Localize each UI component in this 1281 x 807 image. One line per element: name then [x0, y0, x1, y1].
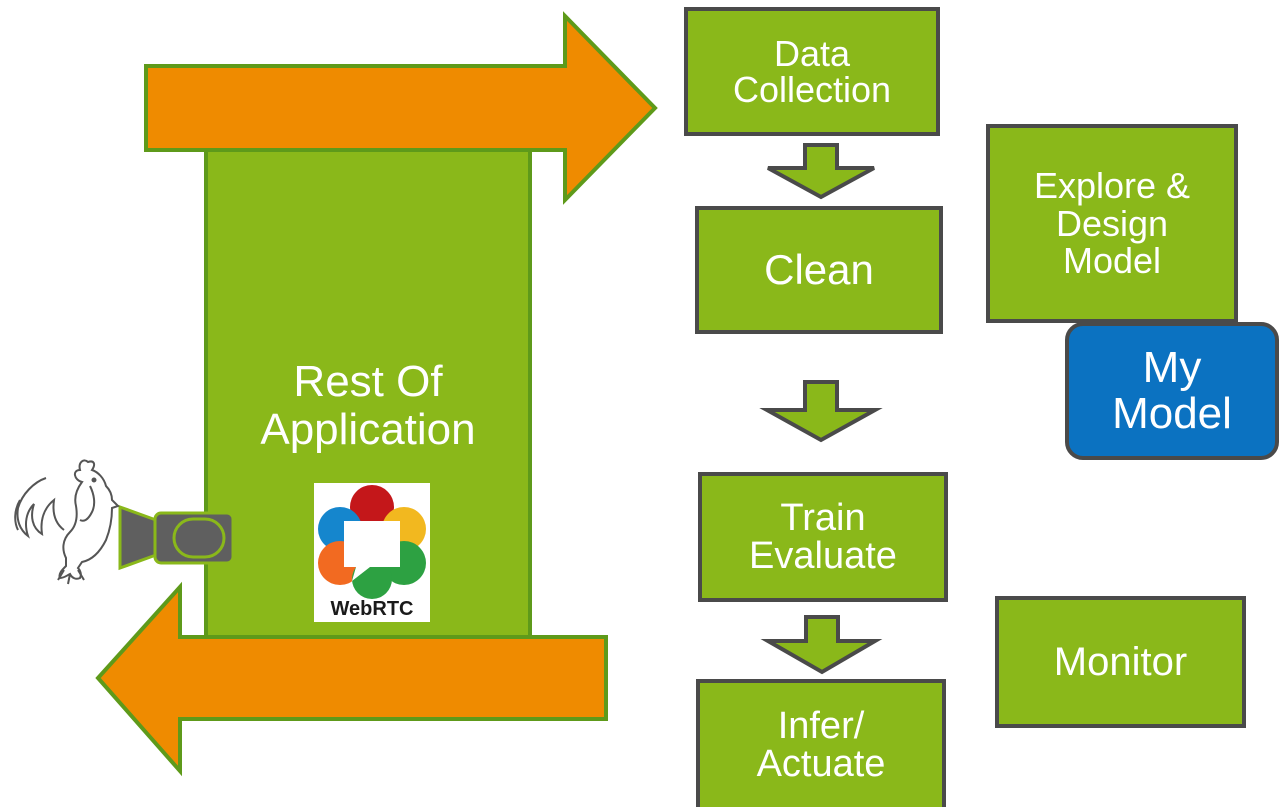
my-model-line1: My — [1142, 342, 1202, 392]
train-line2: Evaluate — [749, 535, 897, 577]
monitor-box: Monitor — [995, 596, 1246, 728]
monitor-label: Monitor — [1053, 640, 1188, 684]
clean-label: Clean — [764, 246, 874, 293]
infer-actuate-box: Infer/ Actuate — [696, 679, 946, 807]
infer-line1: Infer/ — [777, 705, 865, 747]
webrtc-logo: WebRTC — [314, 483, 430, 622]
down-arrow-icon — [760, 615, 883, 675]
down-arrow-icon — [767, 143, 875, 200]
my-model-line2: Model — [1112, 389, 1232, 438]
train-line1: Train — [780, 497, 866, 539]
rest-of-application-line2: Application — [260, 404, 476, 454]
train-evaluate-box: Train Evaluate — [698, 472, 948, 602]
down-arrow-icon — [759, 380, 883, 443]
rooster-icon — [14, 459, 120, 585]
explore-design-model-box: Explore & Design Model — [986, 124, 1238, 323]
infer-line2: Actuate — [756, 743, 886, 785]
rest-of-application-label: Rest Of Application — [206, 358, 530, 453]
rest-of-application-line1: Rest Of — [293, 357, 443, 406]
my-model-box: My Model — [1065, 322, 1279, 460]
data-collection-line1: Data — [773, 32, 851, 74]
webrtc-text: WebRTC — [330, 598, 414, 620]
explore-line1: Explore & — [1033, 164, 1191, 206]
explore-line2: Design — [1055, 202, 1169, 244]
clean-box: Clean — [695, 206, 943, 334]
data-collection-box: Data Collection — [684, 7, 940, 136]
camera-icon — [118, 504, 235, 571]
data-collection-line2: Collection — [732, 68, 892, 110]
left-arrow — [95, 581, 608, 777]
webrtc-logo-graphic — [318, 485, 426, 599]
explore-line3: Model — [1062, 240, 1162, 282]
